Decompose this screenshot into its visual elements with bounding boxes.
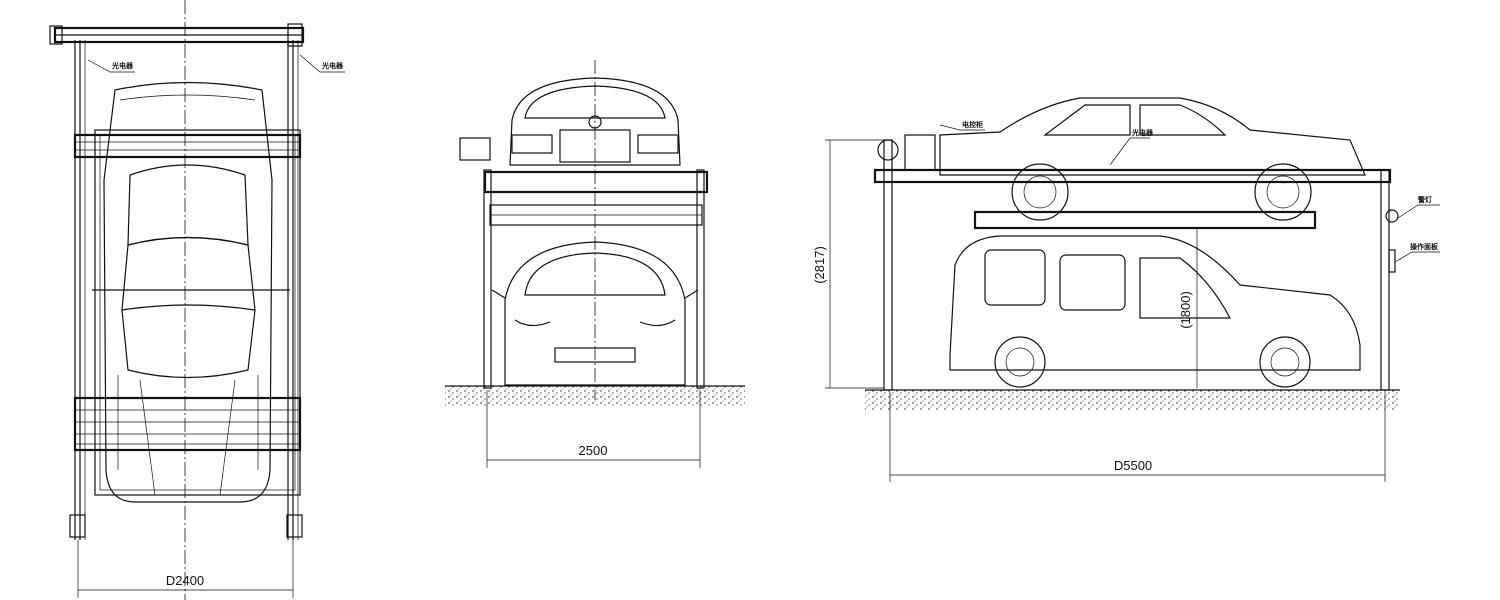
top-view: 光电器 光电器 D2400 bbox=[49, 0, 345, 600]
side-view: 电控柜 光电器 警灯 操作面板 (2817) (1800) D5500 bbox=[812, 97, 1440, 482]
post-left bbox=[483, 169, 492, 389]
dimension-height-clearance: (1800) bbox=[1178, 228, 1198, 388]
car-top-outline bbox=[103, 81, 273, 503]
control-box bbox=[904, 134, 936, 171]
label-sensor: 光电器 bbox=[1131, 128, 1154, 137]
label-sensor-right: 光电器 bbox=[321, 61, 344, 70]
dimension-width-front: 2500 bbox=[486, 390, 701, 468]
upper-beam bbox=[873, 168, 1392, 184]
operation-panel bbox=[1388, 249, 1396, 273]
upper-platform bbox=[483, 170, 709, 194]
motor-icon bbox=[459, 137, 491, 161]
label-control-box: 电控柜 bbox=[962, 120, 983, 129]
dimension-text-2817: (2817) bbox=[812, 246, 827, 284]
front-view: 2500 bbox=[445, 60, 745, 468]
dimension-height-total: (2817) bbox=[812, 139, 884, 389]
dimension-text-1800: (1800) bbox=[1178, 291, 1193, 329]
crossbar-rear bbox=[73, 396, 302, 452]
post-right bbox=[696, 169, 705, 389]
dimension-width-top: D2400 bbox=[77, 540, 294, 598]
dimension-length: D5500 bbox=[889, 392, 1386, 482]
ground bbox=[865, 390, 1400, 410]
warning-light-icon bbox=[1385, 209, 1399, 223]
post-right bbox=[1380, 169, 1390, 391]
upper-platform bbox=[973, 210, 1317, 230]
van-side bbox=[949, 235, 1361, 388]
platform bbox=[94, 129, 301, 496]
dimension-text-d5500: D5500 bbox=[1114, 458, 1152, 473]
label-operation-panel: 操作面板 bbox=[1410, 242, 1439, 251]
sedan-side bbox=[939, 97, 1366, 221]
dimension-text-2500: 2500 bbox=[579, 443, 608, 458]
side-rail-left bbox=[74, 40, 86, 540]
label-warning-light: 警灯 bbox=[1418, 195, 1432, 204]
dimension-text-d2400: D2400 bbox=[166, 573, 204, 588]
post-left bbox=[883, 139, 893, 391]
label-sensor-left: 光电器 bbox=[111, 61, 134, 70]
motor-icon bbox=[877, 139, 899, 161]
crossbar-front bbox=[73, 133, 302, 159]
motor-icon bbox=[49, 25, 63, 45]
